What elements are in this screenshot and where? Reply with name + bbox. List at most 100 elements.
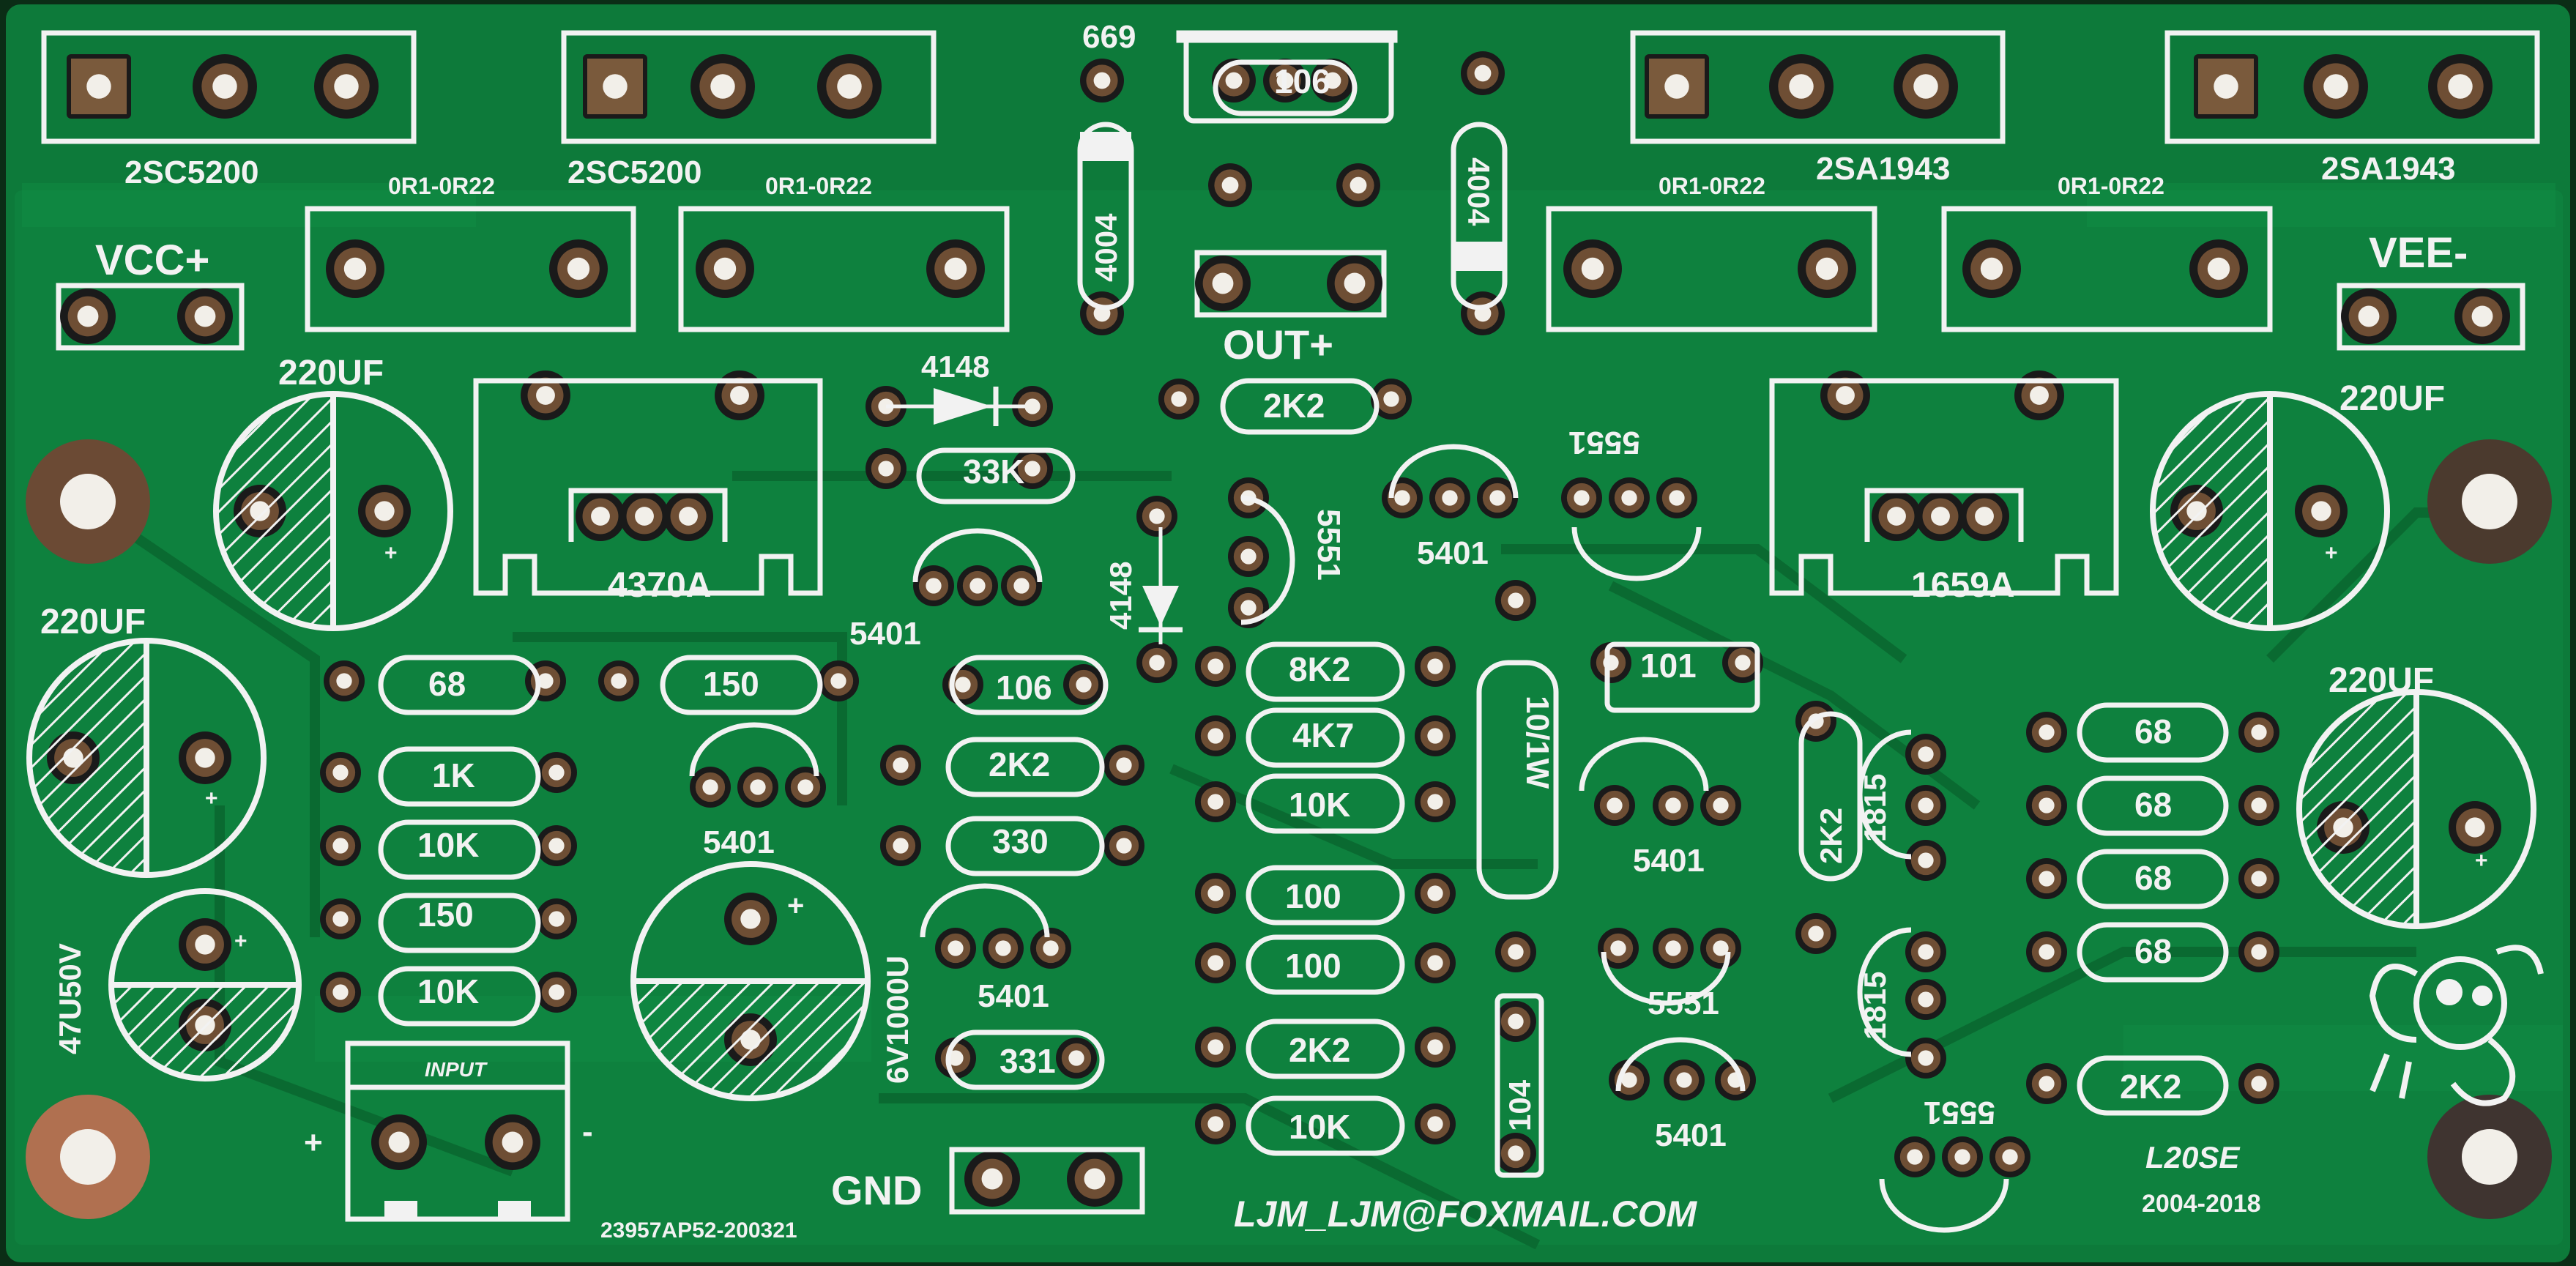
solder-pad — [2026, 931, 2067, 972]
label-r100-a: 100 — [1285, 877, 1341, 915]
gnd-outline — [949, 1147, 1145, 1215]
label-r106-mid: 106 — [996, 669, 1052, 707]
label-q4: 2SA1943 — [2321, 151, 2455, 187]
label-r150-b: 150 — [417, 895, 474, 934]
label-5401-b: 5401 — [703, 824, 775, 860]
solder-pad — [1228, 536, 1269, 577]
solder-pad — [314, 54, 379, 119]
solder-pad — [1415, 1027, 1456, 1068]
label-c101: 101 — [1640, 647, 1697, 685]
label-diode-mid: 4148 — [1103, 562, 1138, 630]
solder-pad — [1477, 477, 1518, 518]
solder-pad — [67, 54, 131, 119]
label-r-emit1: 0R1-0R22 — [388, 173, 495, 199]
label-out: OUT+ — [1223, 321, 1333, 368]
solder-pad — [1336, 163, 1380, 207]
label-c-mid-right: 220UF — [2329, 661, 2434, 700]
solder-pad — [1195, 715, 1236, 756]
solder-pad — [2238, 1063, 2279, 1104]
resistor-outline — [916, 447, 1076, 504]
label-r2k2-top: 2K2 — [1263, 387, 1325, 425]
solder-pad — [1415, 646, 1456, 687]
solder-pad — [1905, 931, 1946, 972]
label-5401-a: 5401 — [849, 616, 921, 652]
label-r68-e: 68 — [2134, 932, 2172, 970]
solder-pad — [2454, 288, 2510, 344]
label-d4004-right: 4004 — [1462, 157, 1496, 226]
resistor-outline — [945, 737, 1105, 797]
solder-pad — [371, 1114, 427, 1170]
label-vee: VEE- — [2369, 229, 2468, 277]
label-r10k-b: 10K — [417, 972, 479, 1010]
label-r2k2-right: 2K2 — [2120, 1068, 2181, 1106]
vertical-component-outlines — [1476, 641, 1863, 1178]
solder-pad — [818, 660, 859, 701]
label-serial: 23957AP52-200321 — [600, 1218, 797, 1243]
solder-pad — [1905, 979, 1946, 1020]
label-r33k: 33K — [963, 453, 1024, 491]
label-r-emit4: 0R1-0R22 — [2058, 173, 2164, 199]
solder-pad — [179, 918, 231, 971]
solder-pad — [1942, 1136, 1983, 1177]
label-c-1000u: 6V1000U — [880, 956, 915, 1084]
label-10-1w: 10/1W — [1519, 696, 1555, 789]
solder-pad — [1653, 785, 1694, 826]
driver-transistor-outlines — [473, 378, 2119, 596]
solder-pad — [1656, 477, 1697, 518]
label-r68-b: 68 — [2134, 712, 2172, 751]
solder-pad — [2341, 288, 2397, 344]
solder-pad — [1415, 715, 1456, 756]
solder-pad — [715, 371, 764, 420]
solder-pad — [1080, 59, 1124, 103]
solder-pad — [2026, 785, 2067, 826]
solder-pad — [2189, 239, 2248, 298]
label-r8k2: 8K2 — [1289, 650, 1350, 688]
power-pads — [47, 54, 2510, 1207]
solder-pad — [1905, 734, 1946, 775]
label-r4k7: 4K7 — [1292, 716, 1354, 754]
label-r330: 330 — [992, 822, 1049, 860]
solder-pad — [320, 825, 361, 866]
label-r10k-a: 10K — [417, 826, 479, 864]
input-connector — [345, 1040, 570, 1222]
solder-pad — [2304, 54, 2368, 119]
solder-pad — [1136, 642, 1177, 683]
label-d4004-left: 4004 — [1089, 213, 1123, 282]
solder-pad — [2295, 485, 2348, 537]
solder-pad — [1067, 1151, 1123, 1207]
solder-pad — [957, 565, 998, 606]
solder-pad — [1429, 477, 1470, 518]
solder-pad — [549, 239, 608, 298]
label-model: L20SE — [2145, 1140, 2241, 1174]
solder-pad — [964, 1151, 1020, 1207]
solder-pad — [320, 898, 361, 939]
solder-pad — [1158, 379, 1199, 420]
solder-pad — [2238, 858, 2279, 899]
solder-pad — [817, 54, 882, 119]
solder-pad — [60, 288, 116, 344]
solder-pad — [1415, 1103, 1456, 1144]
solder-pad — [1664, 1060, 1705, 1101]
solder-pad — [177, 288, 233, 344]
solder-pad — [2449, 801, 2501, 854]
solder-pad — [1012, 386, 1053, 427]
solder-pad — [1461, 51, 1505, 95]
power-transistor-outlines — [41, 30, 2540, 144]
label-r68-d: 68 — [2134, 859, 2172, 897]
solder-pad — [880, 825, 921, 866]
label-diode-top: 4148 — [921, 349, 989, 384]
solder-pad — [1798, 239, 1856, 298]
label-plus-c: + — [2325, 541, 2338, 565]
resistor-outline — [1246, 1019, 1405, 1079]
solder-pad — [724, 893, 777, 945]
label-r2k2-vert: 2K2 — [1814, 808, 1848, 864]
solder-pad — [320, 752, 361, 793]
solder-pad — [2238, 712, 2279, 753]
small-pads — [320, 51, 2279, 1177]
label-r68-c: 68 — [2134, 786, 2172, 824]
label-r2k2-low: 2K2 — [1289, 1031, 1350, 1069]
solder-pad — [179, 731, 231, 784]
label-1659a: 1659A — [1911, 566, 2014, 605]
solder-pad — [926, 239, 985, 298]
solder-pad — [1959, 491, 2009, 541]
